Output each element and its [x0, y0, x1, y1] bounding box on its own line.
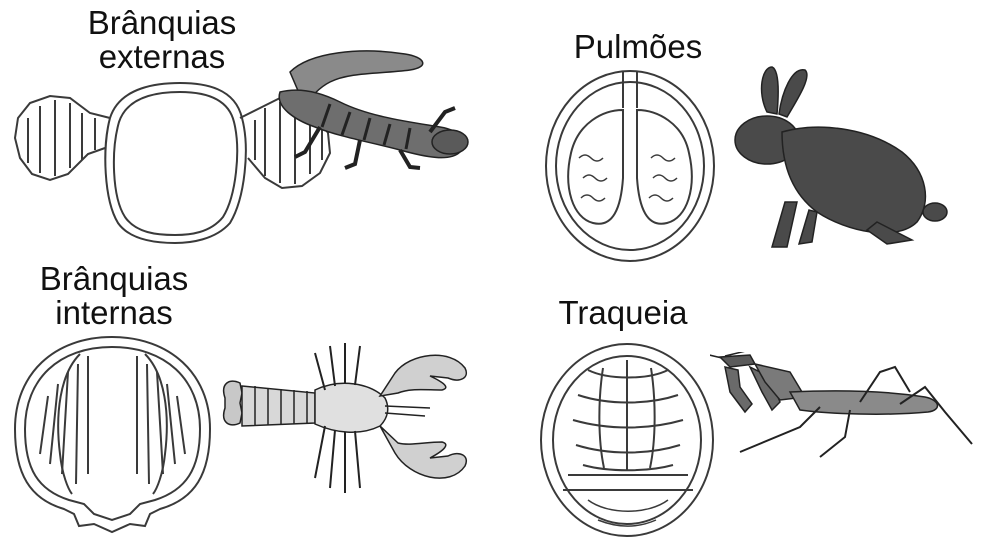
label-traqueia: Traqueia — [533, 296, 713, 330]
label-line: internas — [55, 294, 173, 331]
salamander-icon — [278, 50, 469, 170]
label-line: Brânquias — [39, 260, 189, 297]
label-line: Traqueia — [558, 294, 688, 331]
label-branquias-internas: Brânquias internas — [14, 262, 214, 330]
label-line: Pulmões — [573, 28, 703, 65]
mantis-icon — [710, 352, 973, 458]
internal-gills-diagram — [13, 335, 212, 534]
label-branquias-externas: Brânquias externas — [62, 6, 262, 74]
tracheae-diagram — [540, 343, 714, 537]
label-line: Brânquias — [87, 4, 237, 41]
lungs-diagram — [545, 70, 715, 262]
label-line: externas — [98, 38, 226, 75]
lobster-icon — [223, 343, 467, 493]
label-pulmoes: Pulmões — [548, 30, 728, 64]
rabbit-icon — [734, 66, 948, 248]
external-gills-diagram — [13, 81, 332, 245]
